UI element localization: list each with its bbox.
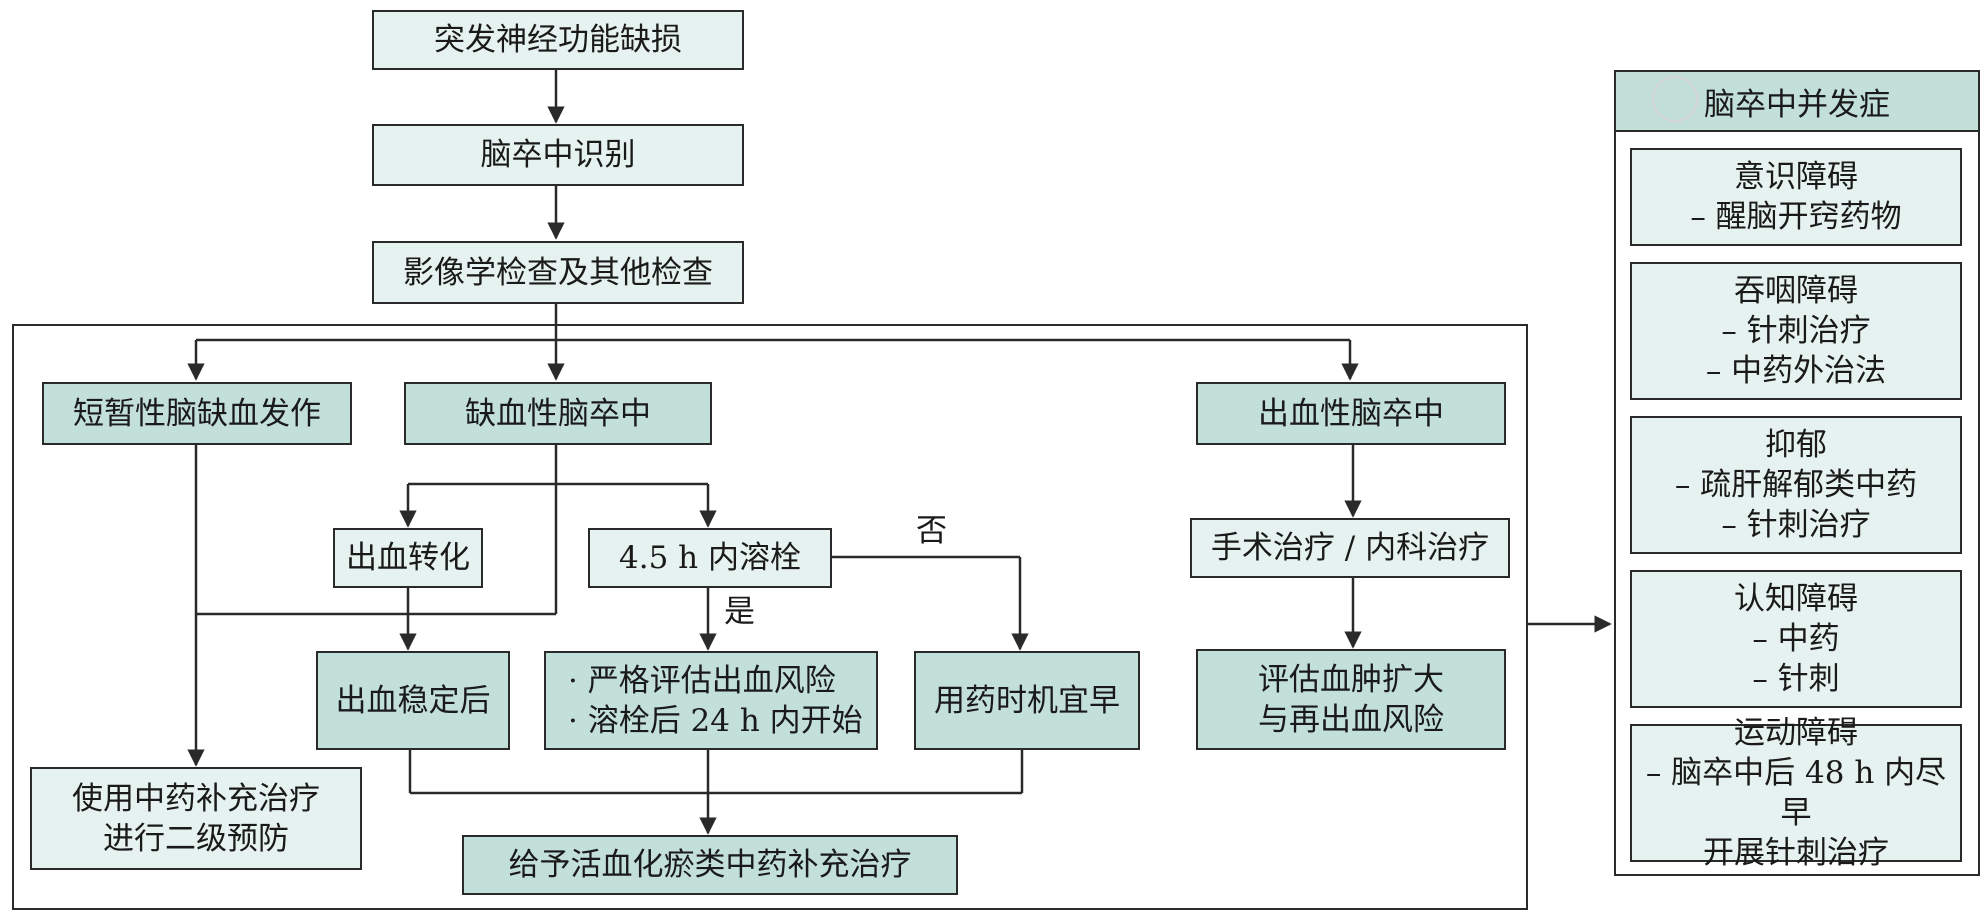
box-blood-tcm: 给予活血化瘀类中药补充治疗 [462,835,958,895]
complication-line: 开展针刺治疗 [1703,835,1889,871]
box-hematoma-line-1: 评估血肿扩大 [1258,661,1444,698]
box-tia-text: 短暂性脑缺血发作 [73,395,321,432]
box-hemorrhagic-text: 出血性脑卒中 [1258,395,1444,432]
label-no: 否 [916,513,947,549]
complications-title-text: 脑卒中并发症 [1704,86,1890,123]
box-blood-tcm-text: 给予活血化瘀类中药补充治疗 [508,847,912,883]
box-surgery: 手术治疗 / 内科治疗 [1190,518,1510,578]
complication-line: – 中药外治法 [1705,353,1887,389]
box-recognition: 脑卒中识别 [372,124,744,186]
complication-item: 认知障碍 – 中药 – 针刺 [1630,570,1962,708]
complication-name: 运动障碍 [1734,715,1858,751]
box-hematoma: 评估血肿扩大 与再出血风险 [1196,649,1506,750]
box-hemo-transform: 出血转化 [333,528,483,588]
box-early-med-text: 用药时机宜早 [934,682,1120,719]
box-hemorrhagic: 出血性脑卒中 [1196,382,1506,445]
box-deficit-text: 突发神经功能缺损 [434,22,682,58]
box-thrombolysis-text: 4.5 h 内溶栓 [619,540,801,576]
complication-item: 抑郁 – 疏肝解郁类中药 – 针刺治疗 [1630,416,1962,554]
box-surgery-text: 手术治疗 / 内科治疗 [1210,530,1490,566]
complication-item: 吞咽障碍 – 针刺治疗 – 中药外治法 [1630,262,1962,400]
box-deficit: 突发神经功能缺损 [372,10,744,70]
box-tcm-secondary-line-2: 进行二级预防 [103,820,289,857]
box-recognition-text: 脑卒中识别 [480,137,636,173]
watermark-logo-icon [1652,76,1698,122]
box-tia: 短暂性脑缺血发作 [42,382,352,445]
treatment-frame [12,324,1528,910]
box-imaging-text: 影像学检查及其他检查 [403,254,713,291]
box-thrombolysis: 4.5 h 内溶栓 [588,528,832,588]
complication-name: 意识障碍 [1734,159,1858,195]
box-hemo-stable-text: 出血稳定后 [335,682,491,719]
label-yes: 是 [724,594,755,630]
complication-item: 运动障碍 – 脑卒中后 48 h 内尽早 开展针刺治疗 [1630,715,1962,871]
complication-line: – 醒脑开窍药物 [1690,199,1902,235]
complication-name: 抑郁 [1765,427,1827,463]
box-ischemic-text: 缺血性脑卒中 [465,395,651,432]
box-hemo-stable: 出血稳定后 [316,651,510,750]
box-hematoma-line-2: 与再出血风险 [1258,701,1444,738]
box-tcm-secondary-line-1: 使用中药补充治疗 [72,780,320,817]
box-hemo-transform-text: 出血转化 [346,540,470,576]
box-eval-line-1: · 严格评估出血风险 [568,662,836,699]
complication-line: – 针刺治疗 [1721,507,1871,543]
box-tcm-secondary: 使用中药补充治疗 进行二级预防 [30,767,362,870]
box-imaging: 影像学检查及其他检查 [372,241,744,304]
box-eval: · 严格评估出血风险 · 溶栓后 24 h 内开始 [544,651,878,750]
complication-line: – 脑卒中后 48 h 内尽早 [1645,755,1947,831]
complication-item: 意识障碍 – 醒脑开窍药物 [1630,148,1962,246]
complication-line: – 疏肝解郁类中药 [1674,467,1918,503]
complication-name: 吞咽障碍 [1734,273,1858,309]
complication-line: – 针刺治疗 [1721,313,1871,349]
complication-line: – 针刺 [1752,661,1840,697]
complication-name: 认知障碍 [1734,581,1858,617]
box-ischemic: 缺血性脑卒中 [404,382,712,445]
box-early-med: 用药时机宜早 [914,651,1140,750]
complication-line: – 中药 [1752,621,1840,657]
box-eval-line-2: · 溶栓后 24 h 内开始 [568,702,863,739]
